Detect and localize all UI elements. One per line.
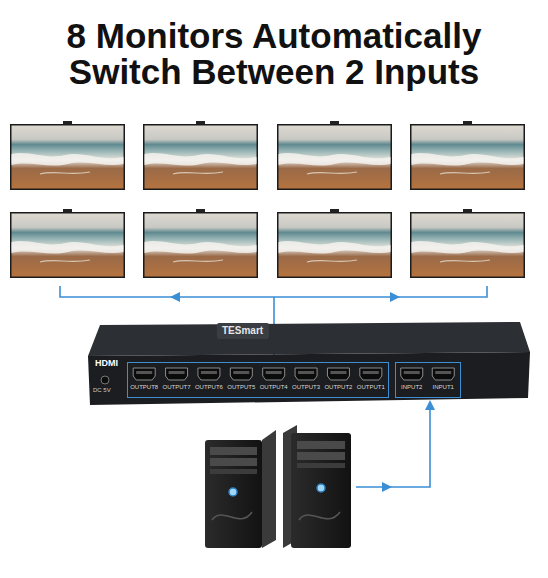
port-label: INPUT1 bbox=[433, 384, 454, 391]
output-ports-group: OUTPUT8 OUTPUT7 OUTPUT6 OUTPUT5 OUTPUT4 OUTPU… bbox=[127, 362, 389, 398]
brand-label: TESmart bbox=[222, 325, 263, 336]
port-label: OUTPUT5 bbox=[227, 384, 255, 391]
port-label: OUTPUT6 bbox=[195, 384, 223, 391]
power-label: DC 5V bbox=[93, 387, 111, 394]
port-label: INPUT2 bbox=[401, 384, 422, 391]
port-label: OUTPUT2 bbox=[324, 384, 352, 391]
port-label: OUTPUT3 bbox=[292, 384, 320, 391]
switch-housing bbox=[85, 320, 533, 408]
title-text: 8 Monitors Automatically Switch Between … bbox=[34, 18, 514, 90]
interface-label: HDMI bbox=[95, 359, 118, 369]
hdmi-ports bbox=[128, 363, 387, 383]
input-arrow bbox=[356, 408, 430, 487]
monitors bbox=[10, 121, 525, 278]
port-label: OUTPUT4 bbox=[260, 384, 288, 391]
input-ports-group: INPUT2 INPUT1 bbox=[395, 362, 461, 398]
port-label: OUTPUT7 bbox=[163, 384, 191, 391]
port-label: OUTPUT8 bbox=[130, 384, 158, 391]
computer-towers bbox=[205, 425, 351, 548]
port-label: OUTPUT1 bbox=[357, 384, 385, 391]
hdmi-switch-box: TESmartHDMIDC 5VOUTPUT8OUTPUT7OUTPUT6OUT… bbox=[85, 320, 533, 408]
hdmi-ports bbox=[396, 363, 459, 383]
